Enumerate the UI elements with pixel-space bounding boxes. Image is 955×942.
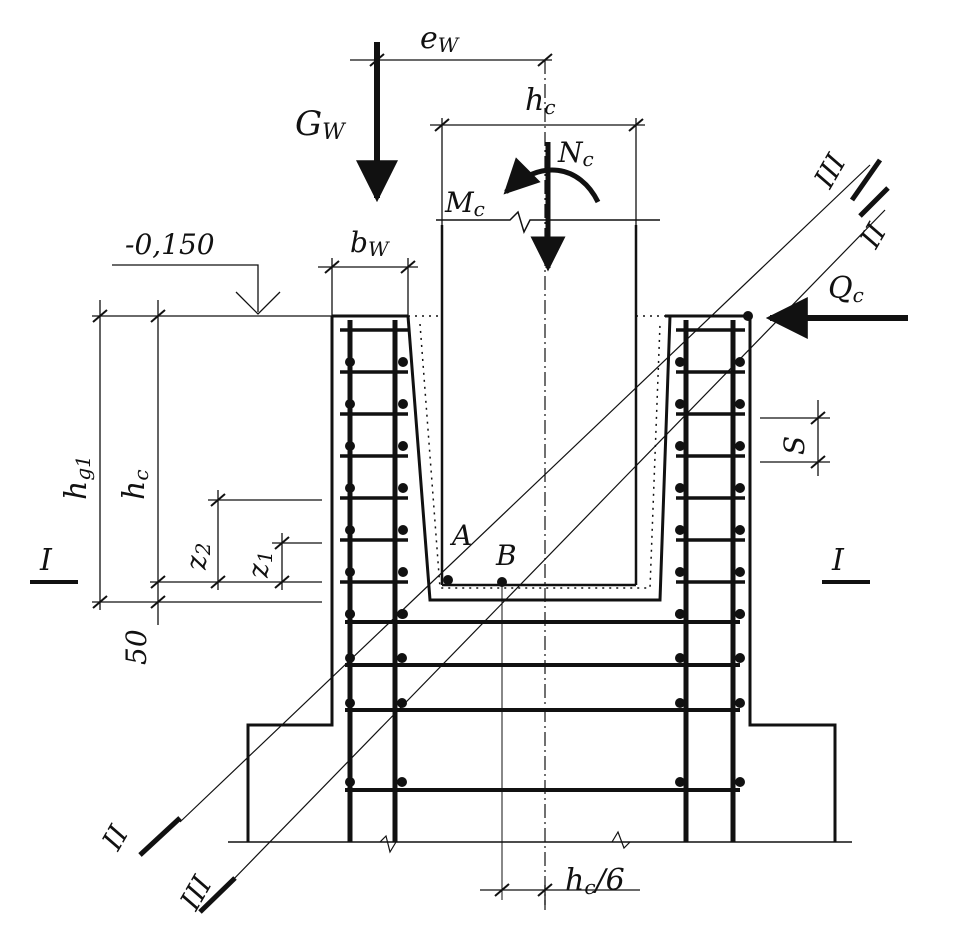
label-section-i-left: I [39,543,53,578]
label-qc: Qc [828,271,864,307]
label-hc-bottom: hc/6 [565,863,625,899]
wall-rebar-dot [675,483,685,493]
wall-rebar-dot [398,525,408,535]
label-section-i-right: I [831,543,845,578]
top-corner-marker [743,311,753,321]
key-points [443,311,753,587]
wall-rebar-dot [345,483,355,493]
label-section-ii-bottom: II [95,819,136,856]
wall-rebar-dot [735,567,745,577]
label-s: S [778,436,811,455]
wall-rebar-dot [345,567,355,577]
wall-rebar-dot [345,441,355,451]
label-bw: bW [350,226,390,261]
bottom-bar-dots [345,609,745,787]
loads [356,42,908,339]
label-elevation: -0,150 [125,228,215,261]
label-gw: GW [295,104,347,145]
wall-rebar-dot [675,357,685,367]
point-A-marker [443,575,453,585]
label-nc: Nc [557,136,594,171]
wall-rebar-dot [398,441,408,451]
wall-rebar-dot [675,525,685,535]
bottom-long-bars [345,620,740,792]
wall-rebar-dot [398,357,408,367]
wall-rebar-dot [398,399,408,409]
mc-arc [503,157,601,204]
label-hg1: hg1 [59,455,95,500]
wall-rebar-dot [398,483,408,493]
wall-rebar-dot [735,441,745,451]
label-50: 50 [120,629,153,665]
rebar-break-lines [379,830,631,854]
label-mc: Mc [444,186,485,221]
wall-horizontal-bars [340,328,745,584]
wall-rebar-dot [398,567,408,577]
label-z2: z2 [180,543,215,572]
section-line-II [179,164,871,823]
wall-rebar-dot [735,483,745,493]
section-line-III [227,209,886,886]
point-B-marker [497,577,507,587]
wall-rebar-dot [735,399,745,409]
label-point-a: A [449,519,472,552]
label-point-b: B [495,539,517,572]
label-hc-left: hc [117,469,153,500]
label-z1: z1 [242,551,277,580]
labels: eW hc Nc Mc GW bW -0,150 Qc A B I I hc/6… [39,21,894,916]
label-hc-top: hc [525,83,556,119]
section-thick-marks [138,158,890,914]
label-ew: eW [420,21,460,57]
section-lines [179,164,886,886]
wall-rebar-dot [345,357,355,367]
wall-rebar-dot [735,357,745,367]
wall-rebar-dot [345,525,355,535]
wall-rebar-dot [675,399,685,409]
wall-rebar-dot [735,525,745,535]
wall-rebar-dot [345,399,355,409]
dimension-lines [92,53,830,905]
grout-dots [408,315,665,589]
label-section-iii-bottom: III [173,869,219,916]
foundation-outline [228,314,852,843]
column [436,210,660,587]
wall-rebar-dot [675,441,685,451]
wall-rebar-dot [675,567,685,577]
